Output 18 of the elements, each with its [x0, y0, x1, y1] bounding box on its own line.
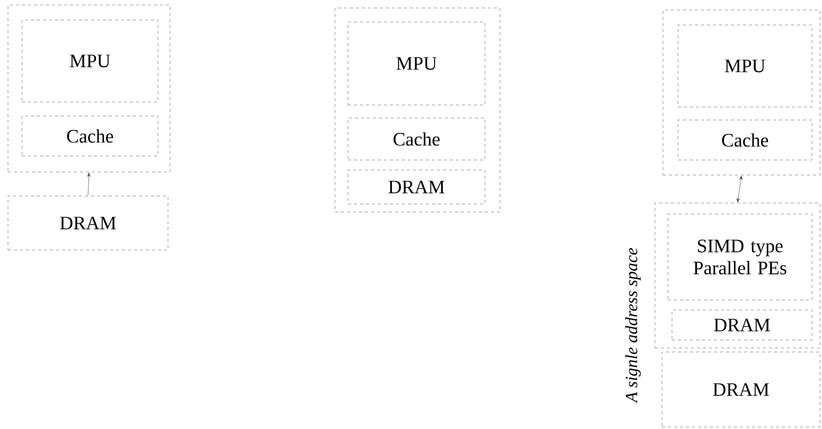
component-box: SIMD type Parallel PEs [668, 214, 812, 300]
component-box: DRAM [8, 196, 168, 250]
component-box: DRAM [662, 352, 820, 428]
component-box: Cache [348, 118, 486, 160]
component-box: Cache [678, 120, 812, 160]
chip-box [8, 4, 170, 172]
component-box: MPU [22, 20, 158, 102]
component-box: Cache [22, 116, 158, 156]
chip-box [662, 10, 820, 176]
arrow [736, 176, 742, 202]
chip-box [654, 202, 820, 348]
component-box: MPU [678, 24, 812, 108]
component-box: MPU [348, 22, 486, 106]
chip-box [334, 8, 500, 212]
arrow [87, 172, 90, 196]
component-box: DRAM [672, 310, 812, 340]
side-label: A signle address space [625, 248, 641, 404]
component-box: DRAM [348, 170, 486, 204]
